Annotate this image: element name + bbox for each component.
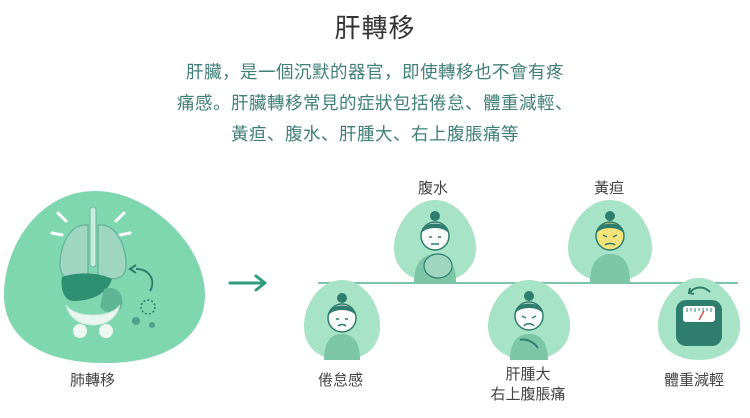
intro-line-3: 黃疸、腹水、肝腫大、右上腹脹痛等 — [231, 125, 519, 145]
intro-line-1: 肝臟，是一個沉默的器官，即使轉移也不會有疼 — [186, 63, 564, 83]
ascites-icon — [394, 200, 476, 282]
scale-icon — [658, 278, 740, 360]
right-arrow-icon — [228, 274, 267, 292]
hepatomegaly-label-line-1: 肝腫大 — [505, 365, 551, 383]
stomach-icon — [100, 287, 123, 313]
organs-label: 肺轉移 — [70, 371, 116, 389]
hepatomegaly-icon — [488, 280, 570, 360]
organs-illustration — [4, 191, 205, 363]
jaundice-icon — [568, 200, 652, 282]
intro-line-2: 痛感。肝臟轉移常見的症狀包括倦怠、體重減輕、 — [177, 94, 573, 114]
intro-paragraph: 肝臟，是一個沉默的器官，即使轉移也不會有疼 痛感。肝臟轉移常見的症狀包括倦怠、體… — [90, 58, 660, 151]
page-title: 肝轉移 — [334, 14, 416, 44]
weight-loss-label: 體重減輕 — [664, 371, 725, 389]
fatigue-label: 倦怠感 — [318, 371, 364, 389]
pelvis-icon — [65, 304, 121, 326]
fatigue-icon — [304, 280, 380, 360]
ascites-label: 腹水 — [418, 179, 449, 197]
jaundice-label: 黃疸 — [594, 179, 625, 197]
hepatomegaly-label: 肝腫大 右上腹脹痛 — [488, 364, 568, 404]
liver-icon — [61, 273, 112, 301]
curved-arrow-icon — [135, 268, 154, 292]
cancer-cell-icon — [140, 299, 156, 315]
hepatomegaly-label-line-2: 右上腹脹痛 — [490, 385, 566, 403]
